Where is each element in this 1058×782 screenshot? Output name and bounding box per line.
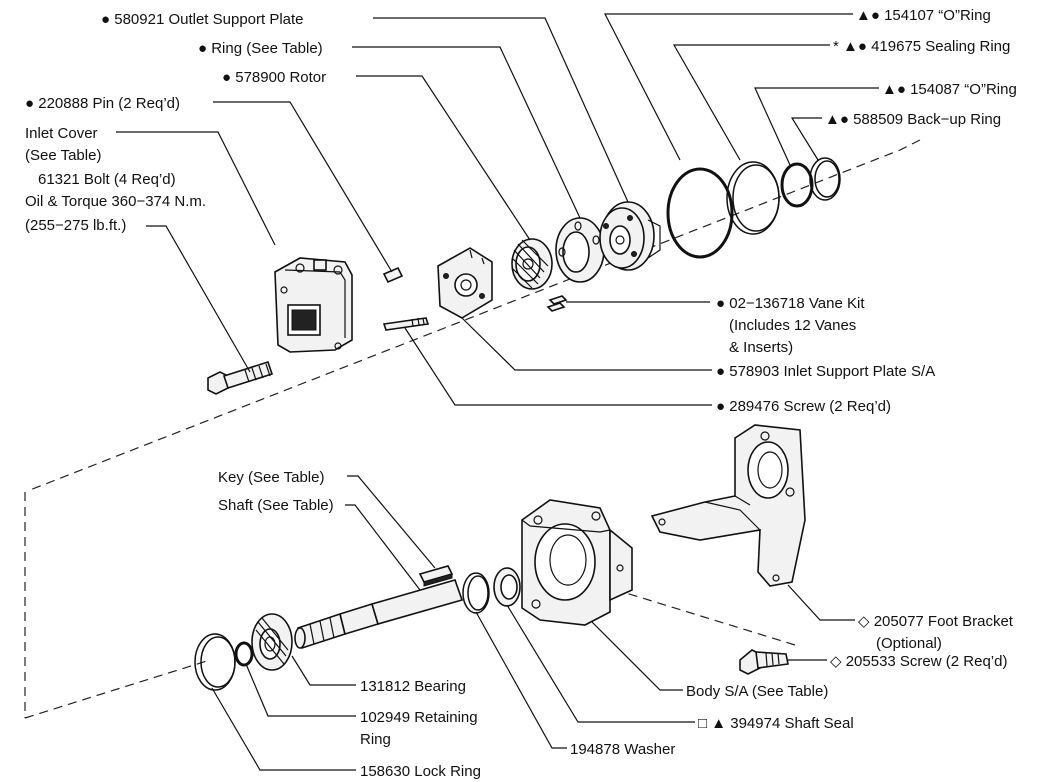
leader-screw-289476 xyxy=(404,327,712,406)
shaft-seal-part xyxy=(493,567,521,607)
label-backup-ring: ▲● 588509 Back−up Ring xyxy=(825,111,1001,128)
bearing-part xyxy=(251,613,293,671)
screw-205533-part xyxy=(739,649,789,675)
label-ring: ● Ring (See Table) xyxy=(198,40,323,57)
screw-289476-part xyxy=(382,317,430,331)
label-vane-kit-3: & Inserts) xyxy=(729,339,793,356)
pin-part xyxy=(382,266,404,284)
label-shaft: Shaft (See Table) xyxy=(218,497,334,514)
label-retaining-ring-1: 102949 Retaining xyxy=(360,709,478,726)
retaining-ring-part xyxy=(234,641,254,667)
leader-sealing-ring xyxy=(672,44,830,161)
label-rotor: ● 578900 Rotor xyxy=(222,69,326,86)
label-vane-kit-1: ● 02−136718 Vane Kit xyxy=(716,295,865,312)
leader-pin xyxy=(213,101,393,273)
label-pin: ● 220888 Pin (2 Req’d) xyxy=(25,95,180,112)
shaft-part xyxy=(294,579,464,650)
assembly-boundary-top xyxy=(29,139,921,491)
leader-backup-ring xyxy=(790,117,822,161)
washer-part xyxy=(462,572,490,614)
label-vane-kit-2: (Includes 12 Vanes xyxy=(729,317,856,334)
label-bolt-3: (255−275 lb.ft.) xyxy=(25,217,126,234)
leader-lock-ring xyxy=(211,687,356,771)
leader-bearing xyxy=(291,655,356,686)
leader-key xyxy=(347,475,436,569)
leader-oring-154107 xyxy=(604,13,853,161)
label-bearing: 131812 Bearing xyxy=(360,678,466,695)
label-oring-154087: ▲● 154087 “O”Ring xyxy=(882,81,1017,98)
label-screw-289476: ● 289476 Screw (2 Req’d) xyxy=(716,398,891,415)
label-lock-ring: 158630 Lock Ring xyxy=(360,763,481,780)
label-screw-205533: ◇ 205533 Screw (2 Req’d) xyxy=(830,653,1007,670)
label-shaft-seal: □ ▲ 394974 Shaft Seal xyxy=(698,715,854,732)
leader-bolt xyxy=(146,225,251,373)
label-oring-154107: ▲● 154107 “O”Ring xyxy=(856,7,991,24)
leader-shaft xyxy=(345,504,421,591)
bolt-part xyxy=(207,360,274,395)
label-key: Key (See Table) xyxy=(218,469,324,486)
label-body: Body S/A (See Table) xyxy=(686,683,828,700)
lock-ring-part xyxy=(194,633,236,691)
leader-washer xyxy=(475,611,567,749)
bracket-screw-axis xyxy=(599,584,796,646)
assembly-boundary-bottom xyxy=(24,659,211,719)
leader-inlet-cover xyxy=(116,131,276,246)
label-washer: 194878 Washer xyxy=(570,741,675,758)
inlet-cover-part xyxy=(274,257,353,353)
vane-kit-part xyxy=(546,295,568,312)
label-inlet-support-plate: ● 578903 Inlet Support Plate S/A xyxy=(716,363,935,380)
foot-bracket-part xyxy=(650,424,806,587)
label-foot-bracket-1: ◇ 205077 Foot Bracket xyxy=(858,613,1014,630)
ring-part xyxy=(555,217,605,283)
leader-inlet-support-plate xyxy=(461,317,712,371)
label-outlet-support-plate: ● 580921 Outlet Support Plate xyxy=(101,11,304,28)
label-foot-bracket-2: (Optional) xyxy=(876,635,942,652)
key-part xyxy=(418,565,454,587)
leader-rotor xyxy=(356,75,531,241)
outlet-support-plate-part xyxy=(599,201,661,271)
leader-shaft-seal xyxy=(506,604,695,723)
label-bolt-1: 61321 Bolt (4 Req’d) xyxy=(38,171,176,188)
label-retaining-ring-2: Ring xyxy=(360,731,391,748)
label-inlet-cover-2: (See Table) xyxy=(25,147,101,164)
leader-body xyxy=(591,621,683,691)
oring-154107-part xyxy=(666,167,734,259)
backup-ring-part xyxy=(809,157,841,201)
label-sealing-ring: * ▲● 419675 Sealing Ring xyxy=(833,38,1010,55)
rotor-part xyxy=(511,238,553,290)
leader-foot-bracket xyxy=(787,584,855,621)
sealing-ring-part xyxy=(726,161,780,235)
leader-outlet-support-plate xyxy=(373,17,629,203)
leader-retaining-ring xyxy=(245,663,356,717)
leader-ring xyxy=(352,46,581,219)
inlet-support-plate-part xyxy=(437,247,493,319)
label-inlet-cover-1: Inlet Cover xyxy=(25,125,98,142)
label-bolt-2: Oil & Torque 360−374 N.m. xyxy=(25,193,206,210)
oring-154087-part xyxy=(780,162,814,208)
leader-oring-154087 xyxy=(754,87,879,166)
body-part xyxy=(521,499,633,626)
